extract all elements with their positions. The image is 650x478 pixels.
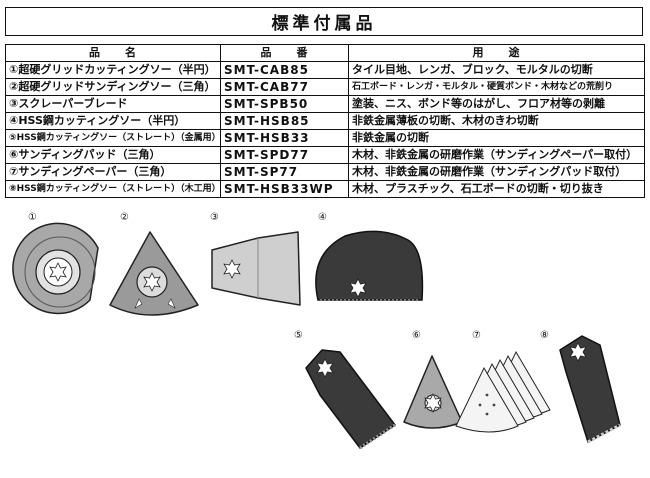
row-name: ⑥サンディングパッド（三角） [5, 146, 221, 164]
row-use: 非鉄金属の切断 [348, 129, 645, 147]
row-name: ②超硬グリッドサンディングソー（三角） [5, 78, 221, 96]
row-name: ⑧HSS鋼カッティングソー（ストレート）（木工用） [5, 180, 221, 198]
label-4: ④ [318, 212, 327, 223]
blade-cab85-illustration [12, 222, 99, 315]
pad-spd77-illustration [403, 355, 463, 429]
blade-spb50-illustration [211, 231, 301, 306]
label-2: ② [120, 212, 129, 223]
row-use: 木材、プラスチック、石工ボードの切断・切り抜き [348, 180, 645, 198]
row-code: SMT-HSB33 [220, 129, 349, 147]
label-7: ⑦ [472, 330, 481, 341]
blade-cab77-illustration [109, 231, 199, 316]
row-name: ④HSS鋼カッティングソー（半円） [5, 112, 221, 130]
label-5: ⑤ [294, 330, 303, 341]
row-code: SMT-HSB33WP [220, 180, 349, 198]
blade-hsb33wp-illustration [559, 335, 621, 444]
label-1: ① [28, 212, 37, 223]
row-code: SMT-CAB77 [220, 78, 349, 96]
blade-hsb85-illustration [315, 230, 424, 301]
blade-hsb33-illustration [305, 349, 396, 450]
header-code: 品 番 [220, 44, 349, 62]
page-title: 標準付属品 [271, 14, 377, 34]
paper-sp77-illustration [455, 350, 551, 433]
label-3: ③ [210, 212, 219, 223]
table-header-row: 品 名 品 番 用 途 [5, 44, 645, 62]
accessory-table: 品 名 品 番 用 途 ①超硬グリッドカッティングソー（半円）SMT-CAB85… [5, 44, 645, 198]
row-use: 木材、非鉄金属の研磨作業（サンディングペーパー取付） [348, 146, 645, 164]
label-6: ⑥ [412, 330, 421, 341]
label-8: ⑧ [540, 330, 549, 341]
row-code: SMT-CAB85 [220, 61, 349, 79]
title-box: 標準付属品 [5, 7, 643, 36]
